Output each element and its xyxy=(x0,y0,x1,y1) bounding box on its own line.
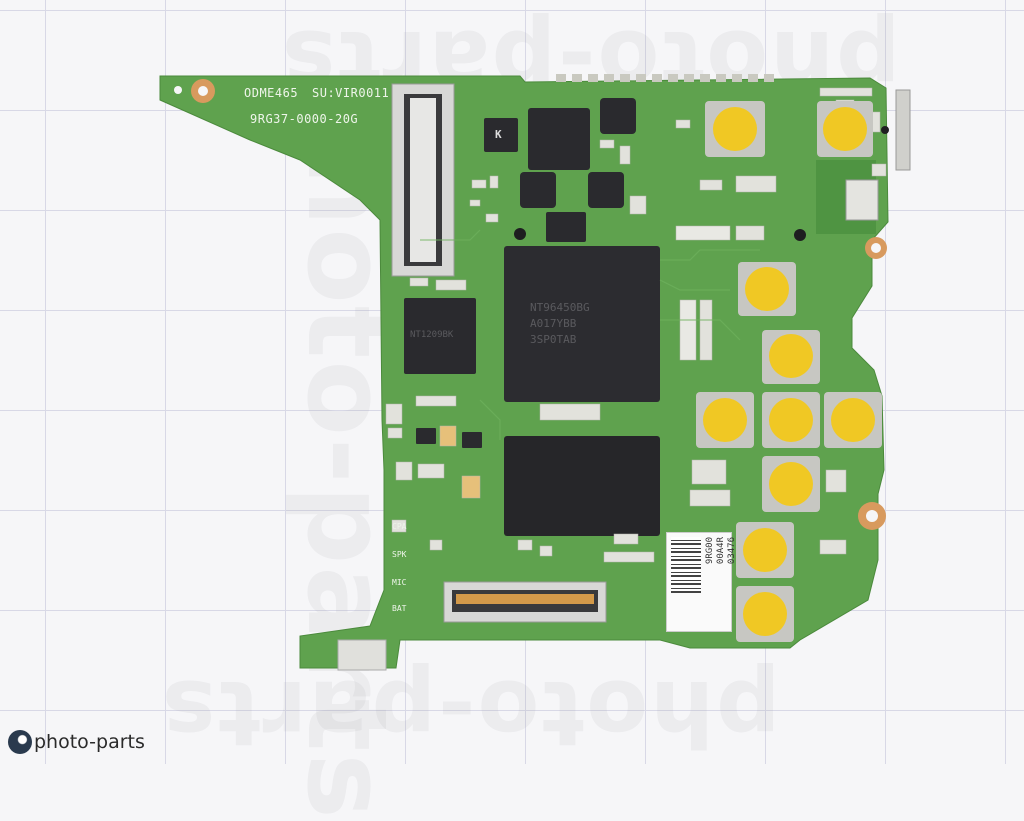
button-8 xyxy=(762,456,820,512)
memory-chip xyxy=(504,436,660,536)
barcode xyxy=(671,537,701,593)
edge-pads xyxy=(556,74,774,82)
sticker-line-1: 9RG00 xyxy=(705,537,715,565)
button-1 xyxy=(705,101,765,157)
bottom-pad xyxy=(337,639,387,671)
small-ic-chip xyxy=(404,298,476,374)
small-ic-marking: NT1209BK xyxy=(410,330,454,340)
button-6 xyxy=(762,392,820,448)
button-9 xyxy=(736,522,794,578)
sticker-line-3: 03476 xyxy=(727,537,737,565)
sticker-text: 9RG00 00A4R 03476 xyxy=(705,537,738,564)
connector-label-mic: MIC xyxy=(392,578,407,587)
photo-parts-logo: photo-parts xyxy=(8,730,145,754)
pcb-traces xyxy=(420,229,760,561)
circuit-board xyxy=(159,74,911,671)
fpc-connector-horizontal xyxy=(443,581,607,623)
top-chip-marking: K xyxy=(495,128,502,141)
serial-sticker: 9RG00 00A4R 03476 xyxy=(666,532,737,632)
board-label-model: ODME465 xyxy=(244,86,299,100)
crystal-component xyxy=(845,179,879,221)
tactile-buttons xyxy=(696,101,882,642)
top-chips xyxy=(416,98,636,448)
board-label-sub: SU:VIR0011 xyxy=(312,86,390,100)
button-5 xyxy=(696,392,754,448)
button-3 xyxy=(738,262,796,316)
connector-label-cpa: CPA xyxy=(392,522,407,531)
camera-lens-icon xyxy=(8,730,32,754)
mounting-holes xyxy=(174,79,889,530)
button-7 xyxy=(824,392,882,448)
side-connector xyxy=(895,89,911,171)
button-4 xyxy=(762,330,820,384)
button-10 xyxy=(736,586,794,642)
connector-label-bat: BAT xyxy=(392,604,407,613)
main-soc-chip xyxy=(504,246,660,402)
logo-text: photo-parts xyxy=(34,731,145,753)
soc-marking: NT96450BG A017YBB 3SP0TAB xyxy=(530,301,590,346)
connector-label-spk: SPK xyxy=(392,550,407,559)
fpc-connector-vertical xyxy=(391,83,455,277)
sticker-line-2: 00A4R xyxy=(716,537,726,565)
board-label-part: 9RG37-0000-20G xyxy=(250,112,359,126)
button-2 xyxy=(817,101,873,157)
